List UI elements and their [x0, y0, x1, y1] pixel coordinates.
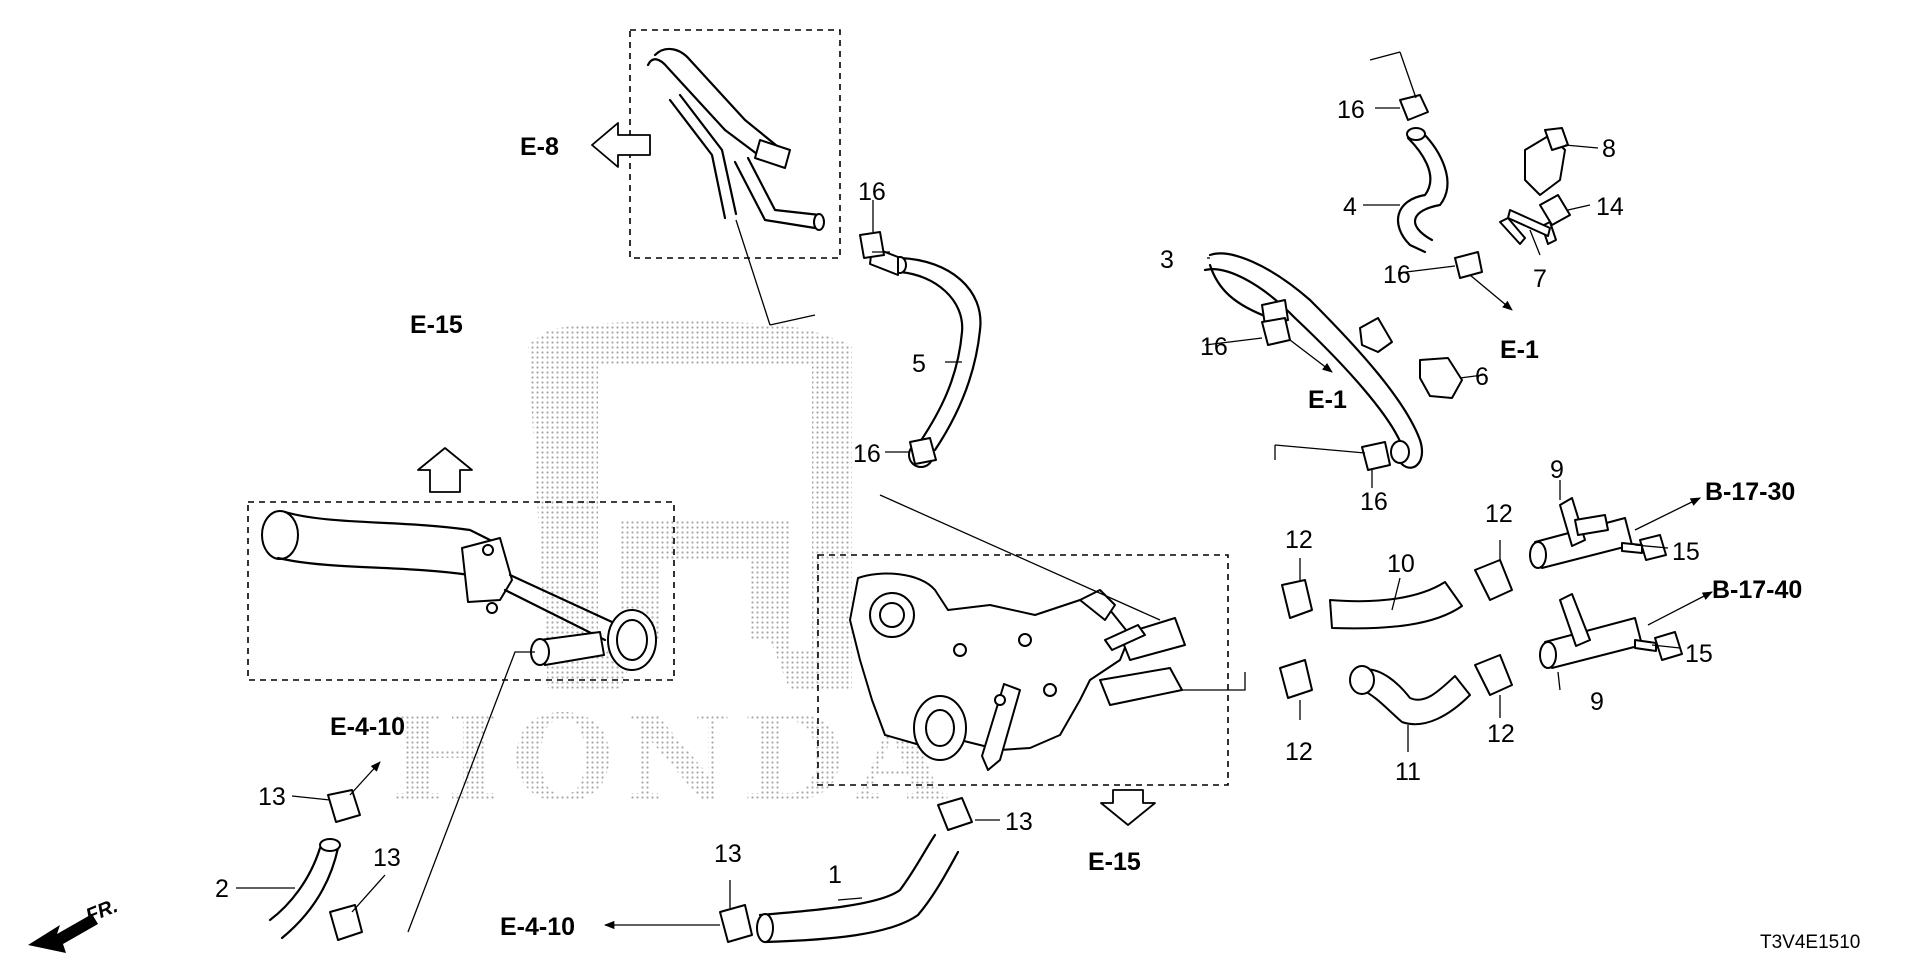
- callout-3: 3: [1160, 246, 1174, 274]
- callout-13: 13: [1005, 808, 1033, 836]
- callout-16: 16: [1337, 96, 1365, 124]
- hose-3: [1203, 252, 1423, 469]
- bracket-8: [1524, 127, 1569, 196]
- callout-12: 12: [1285, 526, 1313, 554]
- hose-10: [1329, 581, 1463, 630]
- hose-2: [268, 838, 341, 940]
- callout-16: 16: [1383, 261, 1411, 289]
- callout-13: 13: [714, 840, 742, 868]
- ref-b-17-40: B-17-40: [1712, 576, 1802, 604]
- callout-7: 7: [1533, 265, 1547, 293]
- part-code: T3V4E1510: [1760, 932, 1860, 953]
- hose-11: [1349, 665, 1471, 726]
- ref-b-17-30: B-17-30: [1705, 478, 1795, 506]
- pipe-9-upper: [1529, 497, 1633, 569]
- clip-6: [1419, 357, 1463, 399]
- hose-4: [1396, 127, 1449, 254]
- ref-e15-bottom: E-15: [1088, 848, 1141, 876]
- ref-e1-lower: E-1: [1308, 386, 1347, 414]
- water-pipe-e15: [261, 510, 657, 933]
- box-e15-pipe: [247, 501, 675, 681]
- callout-10: 10: [1387, 550, 1415, 578]
- callout-2: 2: [215, 875, 229, 903]
- honda-watermark: HONDA: [390, 321, 956, 828]
- honda-h-logo: [528, 321, 852, 690]
- callout-16: 16: [1200, 333, 1228, 361]
- callout-4: 4: [1343, 193, 1357, 221]
- leader-lines: [236, 51, 1681, 913]
- ref-e8: E-8: [520, 133, 559, 161]
- water-pump-housing: [849, 494, 1246, 771]
- clip-16-group: [859, 94, 1483, 471]
- ref-e4-10-left: E-4-10: [330, 713, 405, 741]
- reference-arrows: [349, 274, 1713, 930]
- callout-9: 9: [1590, 688, 1604, 716]
- callout-11: 11: [1395, 758, 1421, 786]
- front-marker-label: FR.: [83, 895, 121, 927]
- callout-12: 12: [1487, 720, 1515, 748]
- bolt-14: [1539, 194, 1571, 245]
- callout-14: 14: [1596, 193, 1624, 221]
- pipe-9-lower: [1539, 593, 1643, 669]
- bolt-15-group: [1621, 534, 1683, 661]
- callout-13: 13: [258, 783, 286, 811]
- ref-e4-10-bottom: E-4-10: [500, 913, 575, 941]
- arrow-e8: [591, 122, 651, 168]
- callout-6: 6: [1475, 363, 1489, 391]
- callout-16: 16: [853, 440, 881, 468]
- arrow-e15-up: [417, 447, 473, 493]
- callout-5: 5: [912, 350, 926, 378]
- clip-13-group: [327, 789, 973, 943]
- arrow-e15-down: [1100, 789, 1156, 826]
- callout-12: 12: [1485, 500, 1513, 528]
- callout-13: 13: [373, 844, 401, 872]
- callout-9: 9: [1550, 456, 1564, 484]
- hose-1: [756, 833, 960, 944]
- callout-16: 16: [1360, 488, 1388, 516]
- callout-1: 1: [828, 861, 842, 889]
- callout-8: 8: [1602, 135, 1616, 163]
- ref-e15-top: E-15: [410, 311, 463, 339]
- box-e8-pipe: [629, 29, 841, 259]
- water-pipe-e8: [646, 47, 825, 326]
- stay-7: [1499, 209, 1551, 245]
- callout-15: 15: [1672, 538, 1700, 566]
- fr-direction-arrow: [28, 914, 98, 953]
- ref-e1-upper: E-1: [1500, 336, 1539, 364]
- honda-wordmark: HONDA: [390, 689, 956, 828]
- clip-12-group: [1279, 559, 1513, 699]
- callout-16: 16: [858, 178, 886, 206]
- callout-15: 15: [1685, 640, 1713, 668]
- callout-12: 12: [1285, 738, 1313, 766]
